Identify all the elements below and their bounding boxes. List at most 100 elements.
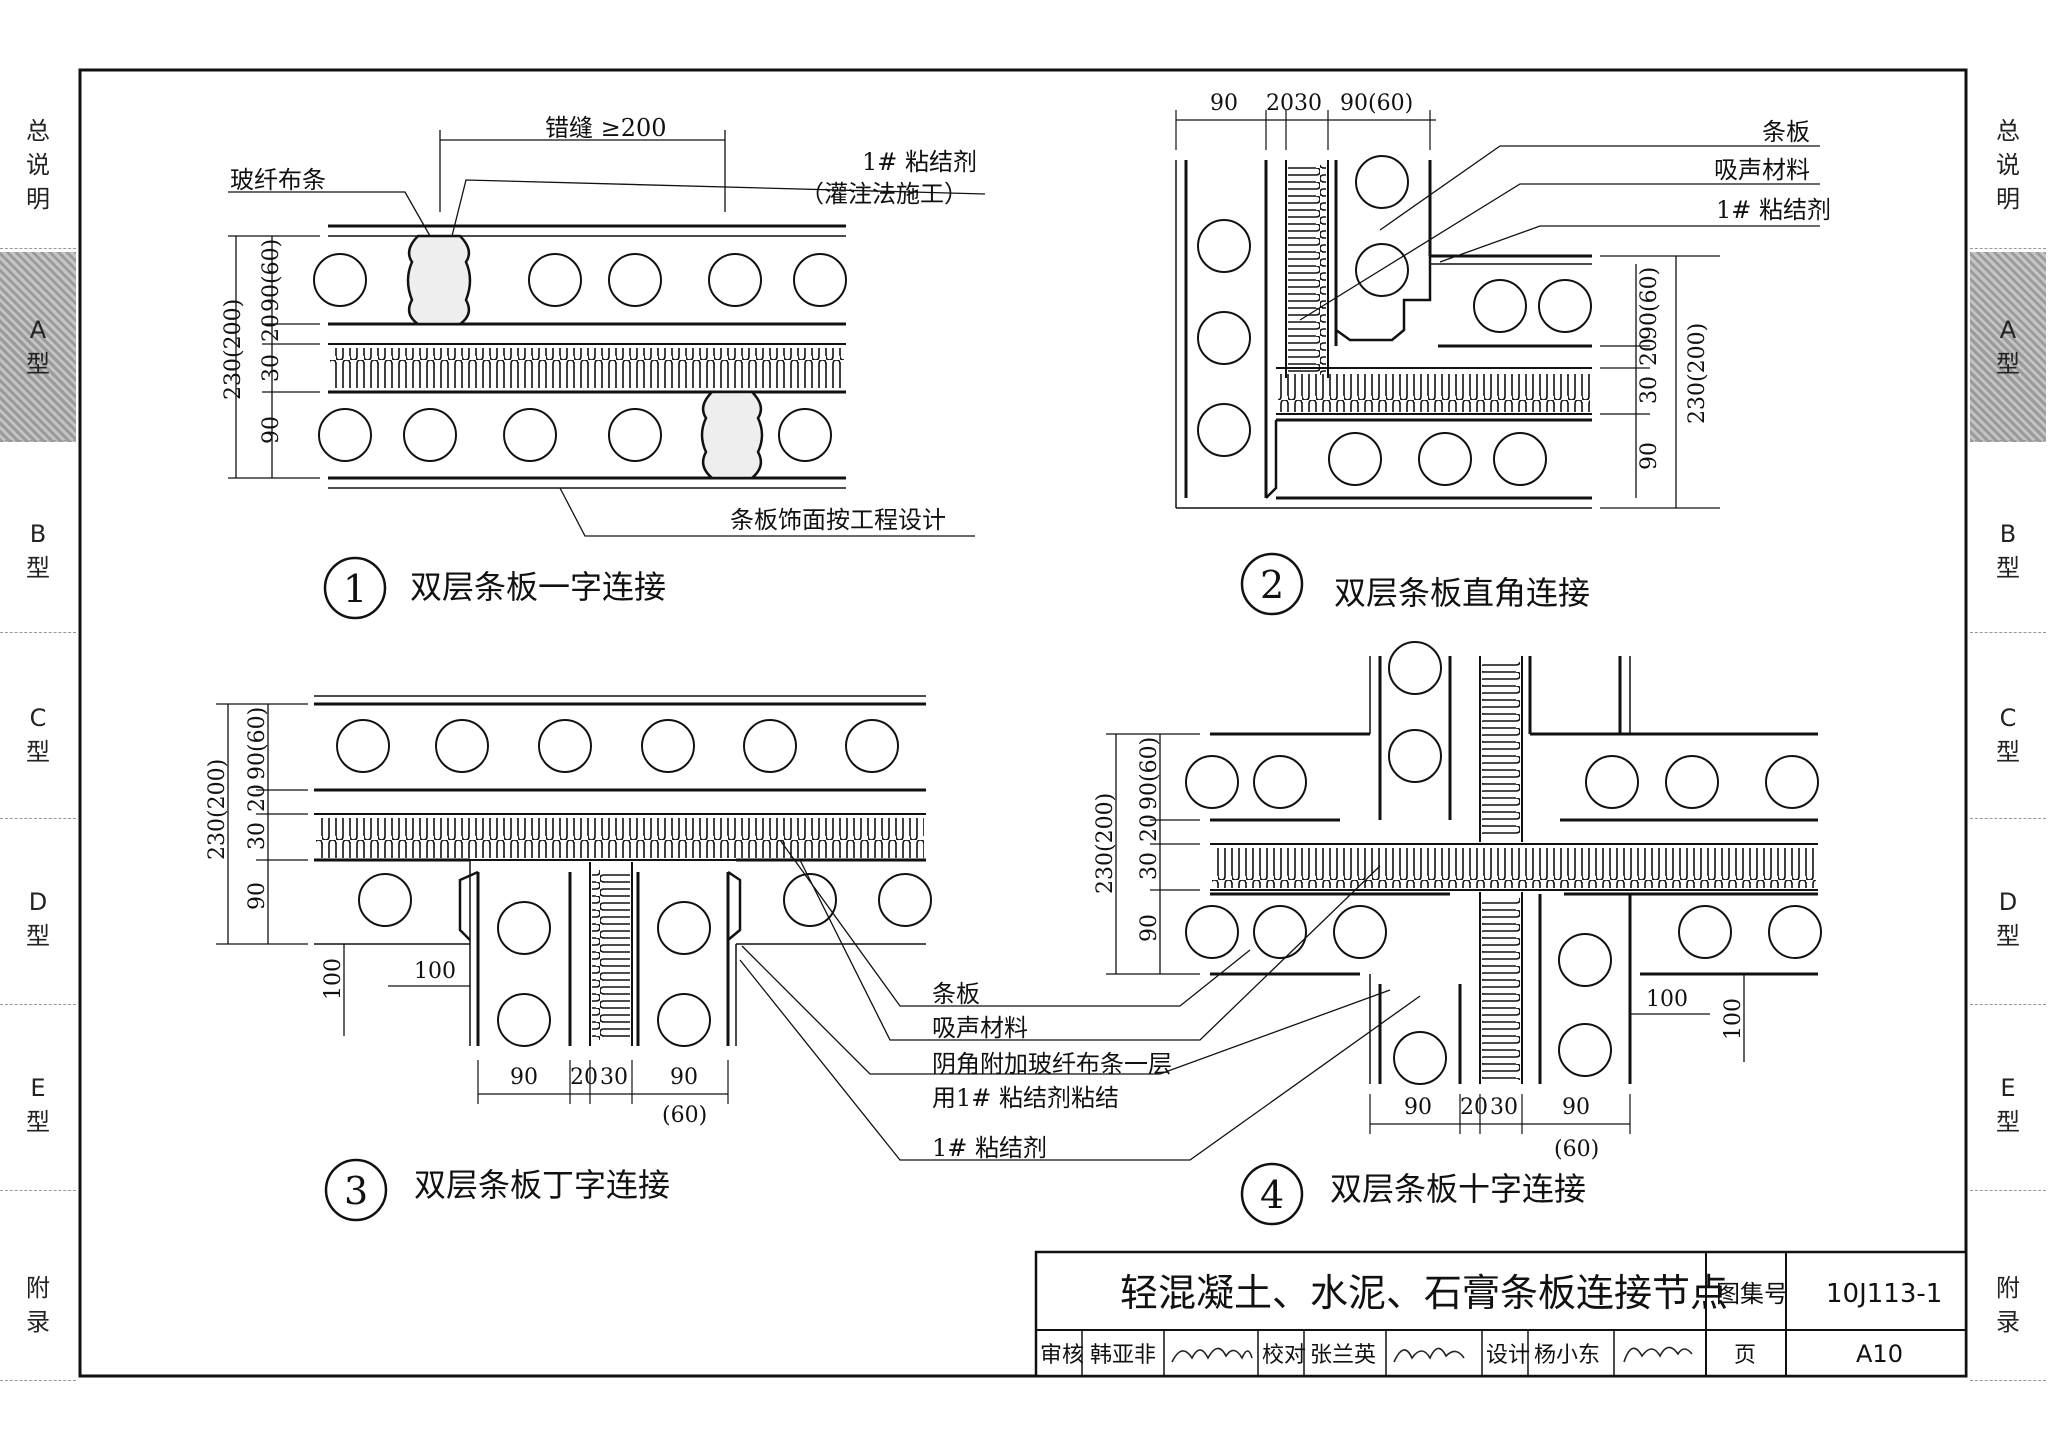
d1-dim-c: 30 (259, 354, 284, 382)
side-tab-total[interactable]: 总说明 (1996, 117, 2020, 213)
d4-bot-d2: 20 (1460, 1095, 1488, 1120)
d1-sound-layer (330, 348, 844, 388)
d2-top-d3: 30 (1294, 91, 1322, 116)
shared-panel-label: 条板 (932, 980, 980, 1008)
d3-corner-h: 100 (414, 959, 456, 984)
panel-core (358, 873, 412, 927)
panel-core (1473, 279, 1527, 333)
panel-core (1355, 243, 1409, 297)
d3-dim-a: 90(60) (245, 707, 270, 780)
d2-dim-c: 30 (1637, 376, 1662, 404)
d3-top-cores (336, 719, 899, 773)
d1-dim-a: 90(60) (259, 239, 284, 312)
d4-num: 4 (1260, 1173, 1284, 1217)
d4-vlr-cores (1558, 933, 1612, 1077)
panel-core (1493, 432, 1547, 486)
d4-dim-a: 90(60) (1137, 737, 1162, 810)
d2-lower-cores (1328, 432, 1547, 486)
panel-core (1328, 432, 1382, 486)
design-label: 设计 (1486, 1343, 1530, 1368)
d4-vul-cores (1388, 641, 1442, 783)
shared-leaders: 条板 吸声材料 阴角附加玻纤布条一层 用1# 粘结剂粘结 1# 粘结剂 (739, 839, 1421, 1162)
panel-core (435, 719, 489, 773)
d2-sound-horiz (1278, 374, 1590, 412)
d3-dim-total: 230(200) (205, 759, 230, 860)
panel-core (1355, 155, 1409, 209)
panel-core (1678, 905, 1732, 959)
d2-top-d4: 90(60) (1340, 91, 1413, 116)
d1-title: 双层条板一字连接 (410, 568, 666, 606)
panel-core (318, 408, 372, 462)
d4-corner-v: 100 (1721, 998, 1746, 1040)
panel-core (845, 719, 899, 773)
design-name: 杨小东 (1534, 1343, 1600, 1368)
d3-sound-horiz (316, 818, 924, 858)
d2-title: 双层条板直角连接 (1334, 574, 1590, 612)
d4-sound-vert-down (1482, 898, 1520, 1080)
side-tab-total[interactable]: 总说明 (26, 117, 50, 213)
design-signature (1623, 1346, 1693, 1363)
panel-core (538, 719, 592, 773)
d2-num-circle (1240, 552, 1304, 616)
side-tab-appendix[interactable]: 附录 (26, 1274, 50, 1336)
panel-core (608, 408, 662, 462)
d4-title: 双层条板十字连接 (1330, 1170, 1586, 1208)
d4-sound-horiz (1212, 848, 1816, 888)
panel-core (778, 408, 832, 462)
panel-core (783, 873, 837, 927)
d1-num-circle (323, 556, 387, 620)
d3-dim-d: 90 (245, 882, 270, 910)
d4-bot-d4: 90 (1562, 1095, 1590, 1120)
panel-core (1185, 905, 1239, 959)
d1-joint-top (406, 234, 472, 326)
d3-corner-v: 100 (321, 958, 346, 1000)
panel-core (528, 253, 582, 307)
panel-core (1393, 1031, 1447, 1085)
d2-upper-cores (1473, 279, 1592, 333)
detail-1: 230(200) 90(60) 20 30 90 错缝 ≥200 玻纤布条 1#… (221, 114, 986, 620)
d1-dim-b: 20 (259, 314, 284, 342)
panel-core (1388, 641, 1442, 695)
d1-top-cores (313, 253, 847, 307)
d3-dim-b: 20 (245, 784, 270, 812)
d3-lowerleft-cores (358, 873, 412, 927)
panel-core (313, 253, 367, 307)
panel-core (403, 408, 457, 462)
d4-tr-cores (1585, 755, 1819, 809)
panel-core (497, 993, 551, 1047)
panel-core (336, 719, 390, 773)
d2-dim-d: 90 (1637, 442, 1662, 470)
detail-3: 230(200) 90(60) 20 30 90 100 100 90 20 3… (205, 695, 932, 1222)
d2-dim-a: 90(60) (1637, 267, 1662, 340)
panel-core (1253, 755, 1307, 809)
panel-core (1333, 905, 1387, 959)
d2-top-d1: 90 (1210, 91, 1238, 116)
d2-adhesive-label: 1# 粘结剂 (1716, 196, 1831, 224)
d2-top-d2: 20 (1266, 91, 1294, 116)
page-label: 页 (1734, 1343, 1756, 1368)
drawing-title: 轻混凝土、水泥、石膏条板连接节点 (1120, 1271, 1728, 1315)
side-tab-appendix[interactable]: 附录 (1996, 1274, 2020, 1336)
check-signature (1393, 1347, 1465, 1363)
panel-core (657, 993, 711, 1047)
atlas-label: 图集号 (1716, 1280, 1788, 1308)
panel-core (1665, 755, 1719, 809)
page-number: A10 (1856, 1340, 1903, 1368)
panel-core (1558, 1023, 1612, 1077)
d1-finish-label: 条板饰面按工程设计 (730, 506, 946, 534)
panel-core (1768, 905, 1822, 959)
check-label: 校对 (1262, 1343, 1306, 1368)
panel-core (1418, 432, 1472, 486)
d2-num: 2 (1260, 563, 1284, 607)
